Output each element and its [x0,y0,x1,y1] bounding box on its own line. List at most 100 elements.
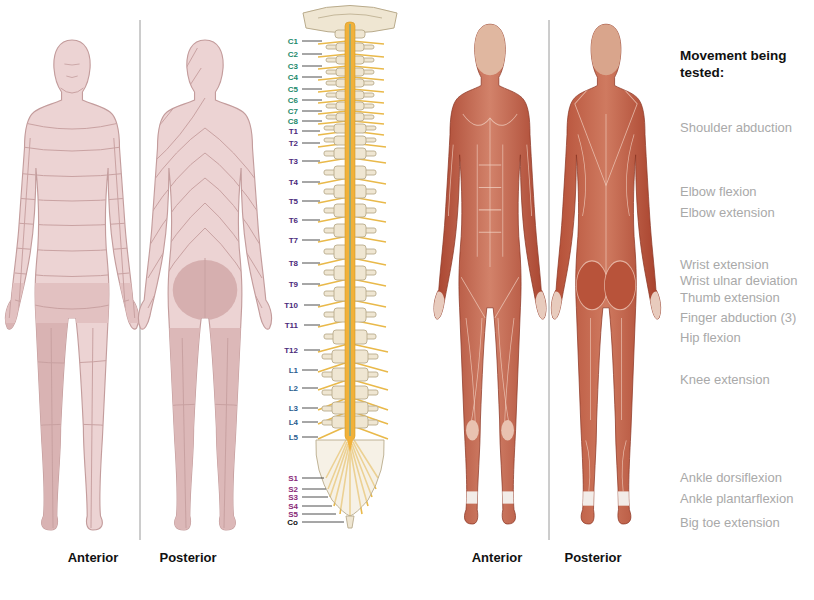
divider-line [549,20,550,540]
vertebra-label-holder: L3 [289,404,298,413]
movement-label: Hip flexion [680,330,741,346]
vertebra-label-holder: L4 [289,418,298,427]
vertebra-label: T12 [284,346,298,355]
movement-label-holder: Finger abduction (3) [680,310,796,326]
vertebra-label: C2 [288,50,298,59]
vertebra-label-holder: T12 [284,346,298,355]
vertebra-label: S4 [288,502,298,511]
divider-line [140,20,141,540]
vertebra-label-holder: C8 [288,117,298,126]
vertebra-label: S3 [288,493,298,502]
vertebra-label: T5 [289,197,298,206]
movement-label-holder: Wrist extension [680,257,769,273]
column-heading: Movement being tested: [680,47,802,81]
vertebra-label: L1 [289,366,298,375]
vertebra-label: T10 [284,301,298,310]
view-label: Anterior [68,550,119,566]
dermatome-figure [0,40,148,538]
movement-label: Elbow flexion [680,184,757,200]
vertebra-label-holder: T7 [289,236,298,245]
movement-label: Thumb extension [680,290,780,306]
vertebra-label: C1 [288,37,298,46]
vertebra-label: Co [287,518,298,527]
vertebra-label: T7 [289,236,298,245]
vertebra-label: L3 [289,404,298,413]
movement-label: Elbow extension [680,205,775,221]
movement-label: Shoulder abduction [680,120,792,136]
vertebra-label-holder: Co [287,518,298,527]
movement-label: Wrist extension [680,257,769,273]
vertebra-label-holder: S4 [288,502,298,511]
vertebra-label: T2 [289,139,298,148]
vertebra-label-holder: T6 [289,216,298,225]
vertebra-label: T9 [289,280,298,289]
vertebra-label-holder: C7 [288,107,298,116]
vertebra-label-holder: T10 [284,301,298,310]
movement-label-holder: Wrist ulnar deviation [680,273,798,289]
movement-label: Ankle plantarflexion [680,491,793,507]
vertebra-label: S5 [288,510,298,519]
vertebra-label-holder: T3 [289,157,298,166]
vertebra-label-holder: S3 [288,493,298,502]
movement-label: Big toe extension [680,515,780,531]
vertebra-label: L2 [289,384,298,393]
view-label: Posterior [159,550,216,566]
vertebra-label: C7 [288,107,298,116]
vertebra-label: S1 [288,474,298,483]
movement-label-holder: Elbow flexion [680,184,757,200]
vertebra-label-holder: S1 [288,474,298,483]
vertebra-label-holder: C3 [288,62,298,71]
movement-label: Finger abduction (3) [680,310,796,326]
vertebra-label-holder: S2 [288,485,298,494]
vertebra-label: C5 [288,85,298,94]
vertebra-label: C6 [288,96,298,105]
vertebra-label: T8 [289,259,298,268]
view-label: Posterior [564,550,621,566]
movement-label-holder: Big toe extension [680,515,780,531]
vertebra-label: T3 [289,157,298,166]
vertebra-label-holder: T11 [285,321,298,330]
movement-label: Knee extension [680,372,770,388]
vertebra-label: C4 [288,73,298,82]
heading-holder: Movement being tested: [680,47,802,81]
view-label-holder: Anterior [472,550,523,566]
vertebra-label-holder: L2 [289,384,298,393]
movement-label-holder: Thumb extension [680,290,780,306]
vertebra-label: C3 [288,62,298,71]
vertebra-label: S2 [288,485,298,494]
vertebra-label-holder: C4 [288,73,298,82]
vertebra-label: T6 [289,216,298,225]
vertebra-label-holder: C6 [288,96,298,105]
muscle-figure [426,22,554,524]
vertebra-label-holder: L5 [289,433,298,442]
view-label-holder: Posterior [159,550,216,566]
view-label: Anterior [472,550,523,566]
movement-label-holder: Elbow extension [680,205,775,221]
movement-label-holder: Knee extension [680,372,770,388]
vertebra-label: L5 [289,433,298,442]
dermatome-figure [129,40,281,548]
vertebra-label: T4 [289,178,298,187]
spine-illustration [302,6,397,529]
movement-label-holder: Ankle dorsiflexion [680,470,782,486]
vertebra-label: L4 [289,418,298,427]
vertebra-label-holder: T5 [289,197,298,206]
vertebra-label-holder: T9 [289,280,298,289]
muscle-figure [550,22,662,524]
view-label-holder: Anterior [68,550,119,566]
vertebra-label-holder: C2 [288,50,298,59]
movement-label-holder: Ankle plantarflexion [680,491,793,507]
movement-label-holder: Shoulder abduction [680,120,792,136]
movement-label-holder: Hip flexion [680,330,741,346]
vertebra-label: T1 [289,127,298,136]
vertebra-label-holder: L1 [289,366,298,375]
vertebra-label: T11 [285,321,298,330]
vertebra-label-holder: T4 [289,178,298,187]
view-label-holder: Posterior [564,550,621,566]
vertebra-label-holder: S5 [288,510,298,519]
vertebra-label-holder: C1 [288,37,298,46]
vertebra-label-holder: C5 [288,85,298,94]
vertebra-label-holder: T1 [289,127,298,136]
movement-label: Wrist ulnar deviation [680,273,798,289]
